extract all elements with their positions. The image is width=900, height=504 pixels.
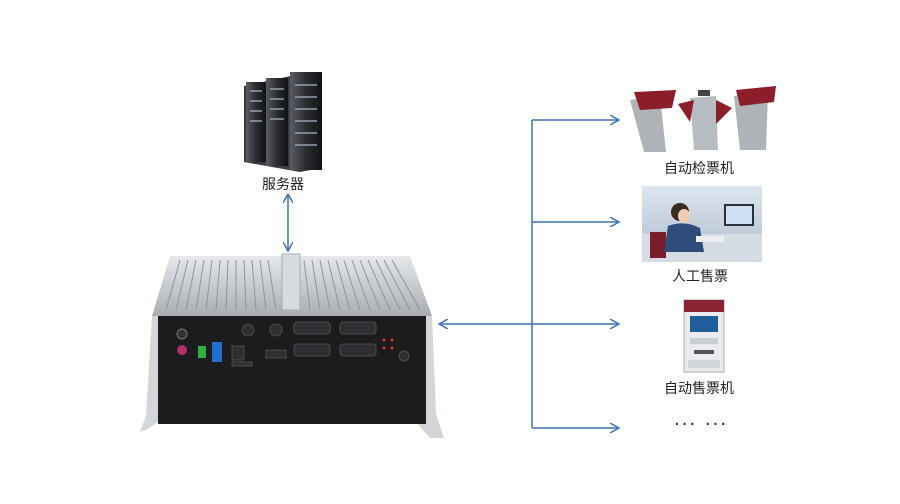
server-icon — [244, 72, 322, 172]
more-devices-ellipsis: ··· ··· — [674, 414, 729, 435]
manual-ticketing-photo — [642, 186, 762, 262]
server-label: 服务器 — [262, 177, 304, 193]
box-pc-icon — [140, 253, 444, 438]
vending-label: 自动售票机 — [664, 381, 734, 397]
gate-label: 自动检票机 — [664, 161, 734, 177]
vending-machine-icon — [683, 299, 725, 373]
ticket-gate-icon — [630, 86, 776, 152]
manual-label: 人工售票 — [672, 269, 728, 285]
